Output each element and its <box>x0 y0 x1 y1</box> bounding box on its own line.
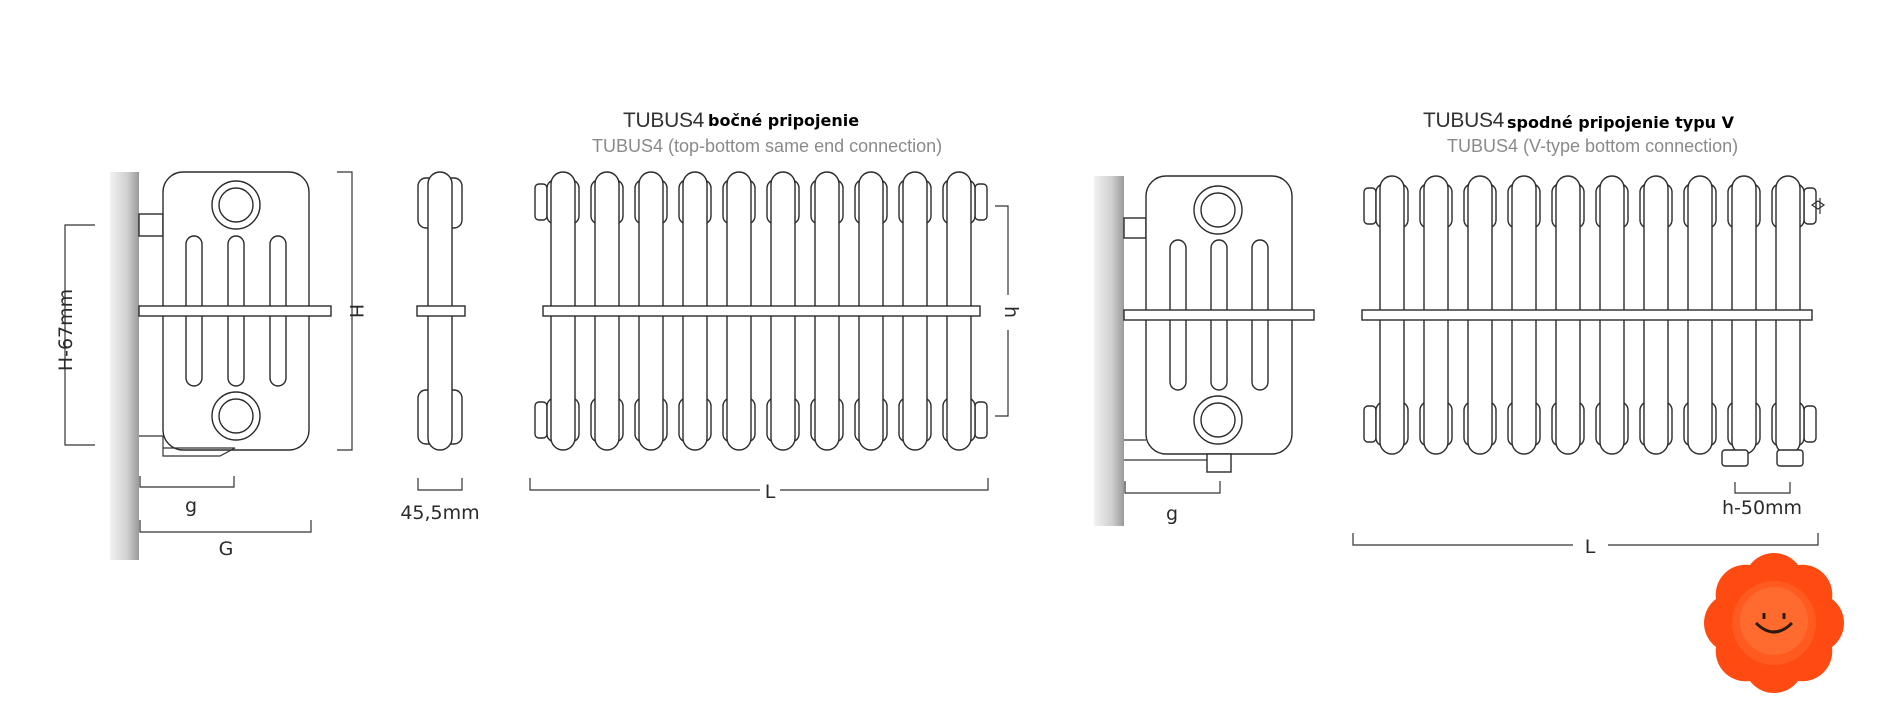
end-cap <box>1363 187 1377 225</box>
dim-g: g <box>185 495 197 517</box>
end-cap <box>534 401 548 439</box>
right-front-dims: h-50mm L <box>1352 198 1826 558</box>
right-side-view: g <box>1094 175 1315 526</box>
dim-length-left: L <box>765 481 776 503</box>
dim-g-right: g <box>1166 503 1178 525</box>
dim-length-right: L <box>1585 536 1596 558</box>
dim-depth: 45,5mm <box>400 502 479 524</box>
left-title: TUBUS4 bočné pripojenie TUBUS4 (top-bott… <box>592 109 942 156</box>
valve-icon <box>1721 449 1749 467</box>
right-title: TUBUS4 spodné pripojenie typu V TUBUS4 (… <box>1423 109 1738 156</box>
flower-smiley-icon <box>1704 553 1844 693</box>
right-front-view <box>1361 175 1817 455</box>
left-title-main: TUBUS4 <box>623 109 705 132</box>
right-title-bold: spodné pripojenie typu V <box>1507 113 1735 132</box>
dim-h: h <box>1000 306 1022 318</box>
depth-view: 45,5mm <box>400 171 480 524</box>
left-title-bold: bočné pripojenie <box>708 111 859 130</box>
wall <box>1094 176 1124 526</box>
end-cap <box>974 183 988 221</box>
smile <box>1754 621 1794 634</box>
end-cap <box>1803 405 1817 443</box>
left-front-view <box>534 171 988 451</box>
right-title-main: TUBUS4 <box>1423 109 1505 132</box>
mounting-rail <box>138 305 332 317</box>
bottom-valve-icon <box>1206 453 1232 473</box>
wall <box>110 172 139 560</box>
dim-side-height: H-67mm <box>55 289 77 371</box>
dim-h50: h-50mm <box>1722 497 1802 519</box>
dim-height: H <box>345 304 367 318</box>
end-cap <box>1363 405 1377 443</box>
left-subtitle: TUBUS4 (top-bottom same end connection) <box>592 136 942 156</box>
left-front-dims: L h <box>529 205 1022 503</box>
valve-icon <box>1776 449 1804 467</box>
mounting-rail <box>1361 309 1813 321</box>
right-subtitle: TUBUS4 (V-type bottom connection) <box>1447 136 1738 156</box>
air-vent-icon <box>1810 198 1826 214</box>
mounting-rail <box>542 305 981 317</box>
wall-bracket <box>138 213 164 237</box>
wall-bracket <box>1123 217 1147 239</box>
end-cap <box>534 183 548 221</box>
end-cap <box>974 401 988 439</box>
dim-G: G <box>219 538 234 560</box>
eyes <box>1762 613 1786 619</box>
left-side-view: H-67mm H g G <box>55 171 367 560</box>
mounting-rail <box>1123 309 1315 321</box>
